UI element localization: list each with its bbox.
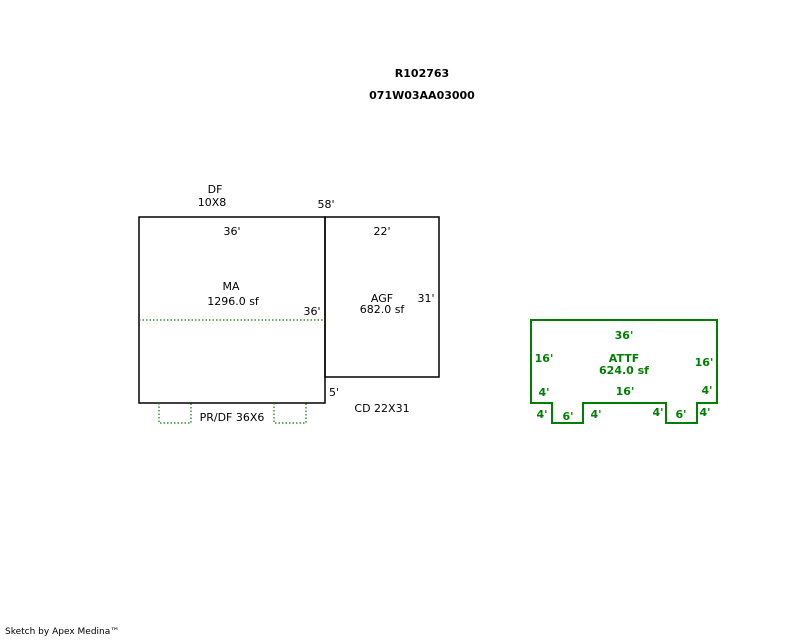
attf-area-label: 624.0 sf bbox=[599, 364, 649, 377]
attf-right-notch-dim: 4' bbox=[701, 384, 712, 397]
prdf-label: PR/DF 36X6 bbox=[200, 411, 265, 424]
attf-bottom-dim-5: 6' bbox=[675, 408, 686, 421]
ma-area-label: 1296.0 sf bbox=[207, 295, 260, 308]
attf-bottom-dim-2: 6' bbox=[562, 410, 573, 423]
dim-5-label: 5' bbox=[329, 386, 339, 399]
ma-outline bbox=[138, 216, 326, 404]
attf-left-notch-dim: 4' bbox=[538, 386, 549, 399]
attf-label: ATTF bbox=[609, 352, 639, 365]
ma-top-dim: 36' bbox=[223, 225, 240, 238]
attf-right-dim: 16' bbox=[695, 356, 714, 369]
ma-side-dim: 36' bbox=[303, 305, 320, 318]
attf-top-dim: 36' bbox=[615, 329, 634, 342]
cd-label: CD 22X31 bbox=[354, 402, 409, 415]
ma-label: MA bbox=[222, 280, 239, 293]
attf-outline bbox=[530, 319, 718, 424]
porch-box-left bbox=[158, 403, 192, 424]
attf-mid-dim: 16' bbox=[616, 385, 635, 398]
agf-side-dim: 31' bbox=[417, 292, 434, 305]
agf-outline bbox=[324, 216, 440, 378]
attf-bottom-dim-3: 4' bbox=[590, 408, 601, 421]
sketch-credit: Sketch by Apex Medina™ bbox=[5, 627, 120, 637]
attf-bottom-dim-4: 4' bbox=[652, 406, 663, 419]
df-size-label: 10X8 bbox=[198, 196, 227, 209]
agf-label: AGF bbox=[371, 292, 393, 305]
attf-left-dim: 16' bbox=[535, 352, 554, 365]
attf-bottom-dim-6: 4' bbox=[699, 406, 710, 419]
df-label: DF bbox=[208, 183, 223, 196]
account-number: R102763 bbox=[395, 67, 449, 80]
agf-area-label: 682.0 sf bbox=[360, 303, 406, 316]
map-tax-lot: 071W03AA03000 bbox=[369, 89, 475, 102]
attf-bottom-dim-1: 4' bbox=[536, 408, 547, 421]
agf-top-dim: 22' bbox=[373, 225, 390, 238]
porch-box-right bbox=[273, 403, 307, 424]
dim-58-label: 58' bbox=[317, 198, 334, 211]
